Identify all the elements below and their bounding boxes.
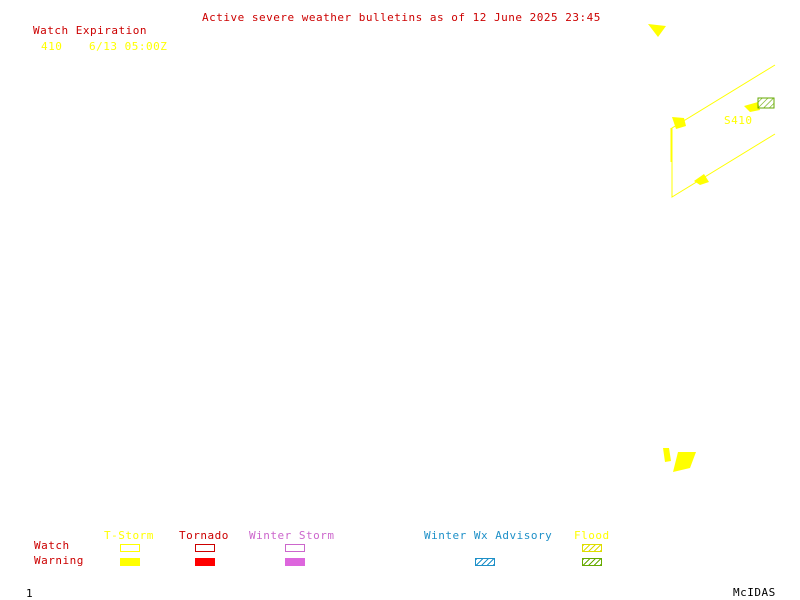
- warning-polygon: [673, 452, 696, 472]
- watch-expiration-heading: Watch Expiration: [33, 24, 147, 37]
- legend-column-winter-wx-advisory: Winter Wx Advisory: [424, 529, 553, 542]
- legend-swatch-winter-wx-advisory: [475, 558, 495, 566]
- legend-swatch-tstorm-warning: [120, 558, 140, 566]
- legend-row-warning: Warning: [34, 554, 84, 567]
- legend-swatch-tornado-watch: [195, 544, 215, 552]
- watch-expiration-time: 6/13 05:00Z: [89, 40, 168, 53]
- flood-warning-area: [757, 97, 775, 109]
- brand-label: McIDAS: [733, 586, 776, 599]
- legend-swatch-winter-storm-warning: [285, 558, 305, 566]
- warning-polygon: [694, 174, 709, 185]
- legend-swatch-winter-storm-watch: [285, 544, 305, 552]
- warning-polygon: [744, 102, 760, 112]
- warning-polygon: [648, 24, 666, 37]
- watch-id: 410: [41, 40, 63, 53]
- legend-column-flood: Flood: [574, 529, 610, 542]
- legend-swatch-flood-warning: [582, 558, 602, 566]
- legend-swatch-tornado-warning: [195, 558, 215, 566]
- warning-polygon: [663, 448, 671, 462]
- frame-number: 1: [26, 587, 34, 600]
- bulletin-title: Active severe weather bulletins as of 12…: [202, 11, 601, 24]
- watch-outline: [671, 64, 776, 198]
- warning-polygon: [672, 117, 686, 129]
- legend-swatch-tstorm-watch: [120, 544, 140, 552]
- legend-column-tstorm: T-Storm: [104, 529, 154, 542]
- legend-row-watch: Watch: [34, 539, 70, 552]
- watch-label: S410: [724, 114, 753, 127]
- legend-column-winter-storm: Winter Storm: [249, 529, 335, 542]
- legend-column-tornado: Tornado: [179, 529, 229, 542]
- legend-swatch-flood-watch: [582, 544, 602, 552]
